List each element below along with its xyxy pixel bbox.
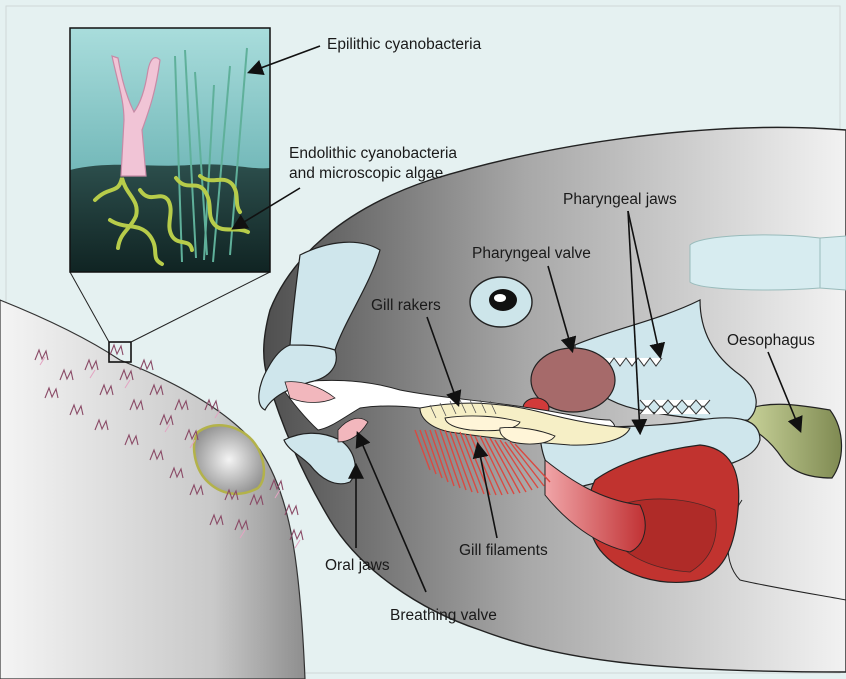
label-gill-rakers: Gill rakers	[371, 297, 441, 314]
label-gill-filaments: Gill filaments	[459, 542, 548, 559]
label-endolithic-2: and microscopic algae	[289, 165, 443, 182]
label-pharyngeal-valve: Pharyngeal valve	[472, 245, 591, 262]
label-oral-jaws: Oral jaws	[325, 557, 390, 574]
label-breathing-valve: Breathing valve	[390, 607, 497, 624]
inset-closeup	[70, 28, 270, 272]
vertebral-column	[690, 235, 846, 290]
fish-eye	[470, 277, 532, 327]
label-oesophagus: Oesophagus	[727, 332, 815, 349]
label-endolithic-1: Endolithic cyanobacteria	[289, 145, 457, 162]
label-pharyngeal-jaws: Pharyngeal jaws	[563, 191, 677, 208]
label-epilithic: Epilithic cyanobacteria	[327, 36, 482, 53]
